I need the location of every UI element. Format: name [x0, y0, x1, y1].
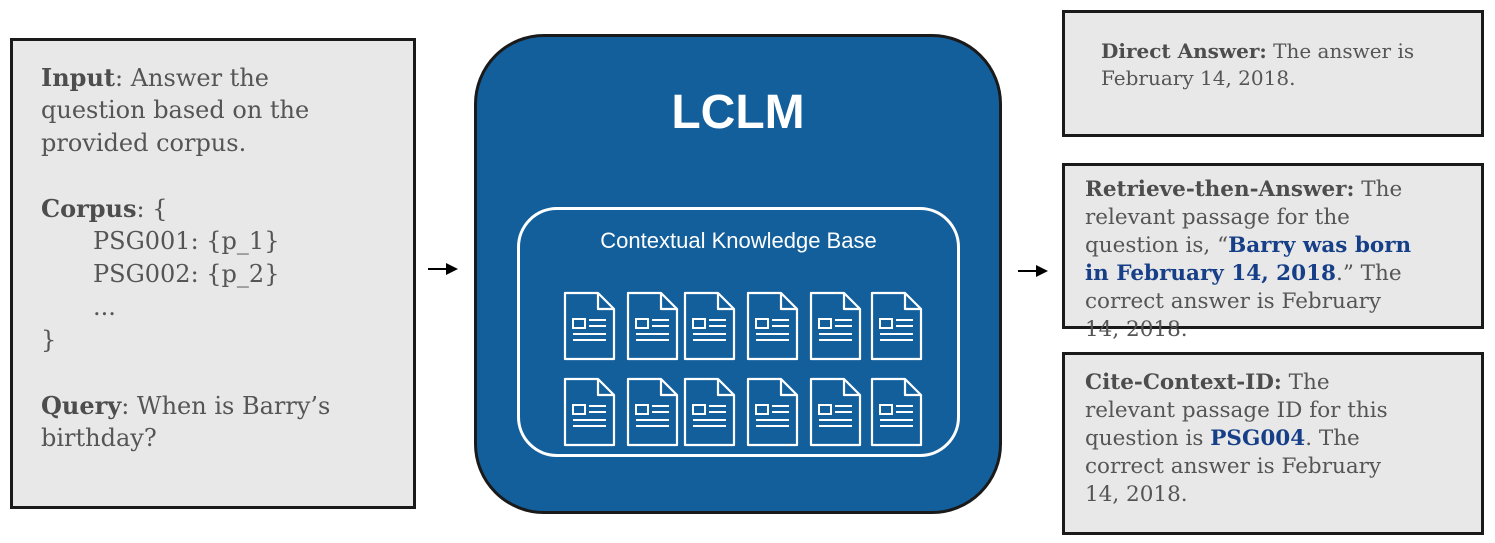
- document-icon: [745, 290, 800, 362]
- cite-context-id-box: Cite-Context-ID: The relevant passage ID…: [1062, 352, 1484, 535]
- cite-text-3: question is: [1085, 426, 1211, 451]
- corpus-open: : {: [136, 195, 168, 223]
- document-icon: [745, 376, 800, 448]
- input-text-line-3: provided corpus.: [41, 129, 247, 157]
- document-icon: [808, 376, 863, 448]
- cite-label: Cite-Context-ID:: [1085, 370, 1282, 395]
- document-icon: [562, 376, 617, 448]
- retrieve-text-1: The: [1354, 177, 1403, 202]
- query-text-line-2: birthday?: [41, 424, 157, 452]
- retrieve-text-2: relevant passage for the: [1085, 205, 1350, 230]
- direct-answer-text: The answer is: [1266, 39, 1415, 63]
- query-label: Query: [41, 391, 122, 420]
- cite-text-3-post: . The: [1305, 426, 1360, 451]
- cite-text-1: The: [1281, 370, 1330, 395]
- document-icon: [808, 290, 863, 362]
- retrieve-text-3: question is, “: [1085, 233, 1229, 258]
- retrieve-label: Retrieve-then-Answer:: [1085, 177, 1355, 202]
- document-icon: [682, 376, 737, 448]
- retrieve-quote-1: Barry was born: [1228, 233, 1412, 258]
- direct-answer-box: Direct Answer: The answer is February 14…: [1062, 10, 1484, 137]
- lclm-model-box: LCLM Contextual Knowledge Base: [474, 34, 1002, 514]
- cite-text-4: correct answer is February: [1085, 454, 1382, 479]
- retrieve-text-5: correct answer is February: [1085, 289, 1382, 314]
- document-icon: [682, 290, 737, 362]
- document-icon: [869, 290, 924, 362]
- arrow-right-icon: [1018, 265, 1048, 277]
- corpus-close: }: [41, 326, 57, 354]
- corpus-line: Corpus: {: [41, 192, 397, 225]
- cite-text-2: relevant passage ID for this: [1085, 398, 1388, 423]
- knowledge-base-box: Contextual Knowledge Base: [517, 207, 960, 457]
- retrieve-text-4: .” The: [1336, 261, 1402, 286]
- document-icon: [869, 376, 924, 448]
- retrieve-quote-2: in February 14, 2018: [1085, 261, 1337, 286]
- query-text: : When is Barry’s: [121, 392, 331, 420]
- document-icon: [625, 290, 680, 362]
- cite-passage-id: PSG004: [1210, 426, 1306, 451]
- corpus-label: Corpus: [41, 194, 137, 223]
- corpus-psg1: PSG001: {p_1}: [93, 227, 280, 255]
- input-text-line-2: question based on the: [41, 96, 310, 124]
- input-label: Input: [41, 63, 115, 92]
- retrieve-text-6: 14, 2018.: [1085, 317, 1188, 342]
- input-text: : Answer the: [115, 64, 269, 92]
- arrow-right-icon: [428, 263, 458, 275]
- retrieve-then-answer-box: Retrieve-then-Answer: The relevant passa…: [1062, 163, 1484, 342]
- input-box: Input: Answer the question based on the …: [10, 38, 416, 509]
- direct-answer-label: Direct Answer:: [1101, 39, 1267, 63]
- corpus-ellipsis: ...: [93, 293, 116, 321]
- cite-text-5: 14, 2018.: [1085, 482, 1188, 507]
- query-line: Query: When is Barry’s: [41, 389, 397, 422]
- corpus-psg2: PSG002: {p_2}: [93, 260, 280, 288]
- knowledge-base-title: Contextual Knowledge Base: [600, 228, 877, 253]
- document-icon: [562, 290, 617, 362]
- direct-answer-text-2: February 14, 2018.: [1101, 66, 1296, 90]
- lclm-title: LCLM: [671, 86, 805, 139]
- document-icon: [625, 376, 680, 448]
- input-line: Input: Answer the: [41, 61, 397, 94]
